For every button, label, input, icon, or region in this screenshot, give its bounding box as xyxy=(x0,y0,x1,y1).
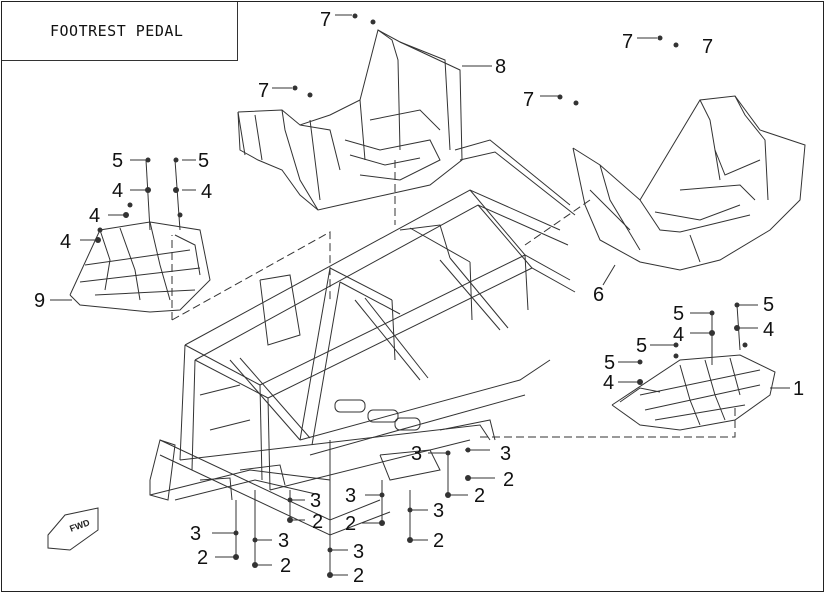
vehicle-frame xyxy=(149,139,576,536)
callout-4: 4 xyxy=(673,324,684,346)
callout-3: 3 xyxy=(278,530,289,552)
callout-5: 5 xyxy=(604,352,615,374)
callout-3: 3 xyxy=(345,485,356,507)
callout-7: 7 xyxy=(320,9,331,31)
callout-7: 7 xyxy=(702,36,713,58)
part-9-left-footboard xyxy=(69,221,211,313)
fwd-arrow-icon xyxy=(47,507,99,551)
callout-3: 3 xyxy=(500,443,511,465)
fastener-leaders xyxy=(50,14,790,576)
fastener-dots xyxy=(95,13,748,578)
part-8-left-footrest xyxy=(237,29,463,211)
callout-4: 4 xyxy=(603,372,614,394)
callout-5: 5 xyxy=(112,150,123,172)
callout-5: 5 xyxy=(673,303,684,325)
callout-4: 4 xyxy=(201,181,212,203)
callout-3: 3 xyxy=(310,490,321,512)
callout-2: 2 xyxy=(197,547,208,569)
callout-5: 5 xyxy=(636,335,647,357)
callout-2: 2 xyxy=(433,530,444,552)
callout-8: 8 xyxy=(495,56,506,78)
page-title: FOOTREST PEDAL xyxy=(50,22,184,40)
title-box: FOOTREST PEDAL xyxy=(2,2,238,61)
callout-3: 3 xyxy=(411,443,422,465)
callout-7: 7 xyxy=(258,80,269,102)
callout-1: 1 xyxy=(793,378,804,400)
callout-3: 3 xyxy=(190,523,201,545)
callout-7: 7 xyxy=(622,31,633,53)
callout-9: 9 xyxy=(34,290,45,312)
callout-4: 4 xyxy=(89,205,100,227)
callout-4: 4 xyxy=(112,180,123,202)
fwd-label: FWD xyxy=(68,517,91,534)
callout-3: 3 xyxy=(353,541,364,563)
callout-7: 7 xyxy=(523,89,534,111)
callout-2: 2 xyxy=(280,555,291,577)
callout-4: 4 xyxy=(763,319,774,341)
callout-4: 4 xyxy=(60,231,71,253)
callout-2: 2 xyxy=(503,469,514,491)
callout-6: 6 xyxy=(593,284,604,306)
callout-5: 5 xyxy=(763,294,774,316)
callout-numbers: 7 7 7 7 7 8 6 9 1 5 5 5 5 5 5 4 4 4 4 4 … xyxy=(34,9,804,587)
callout-5: 5 xyxy=(198,150,209,172)
part-6-right-footrest xyxy=(572,95,806,271)
leader-lines xyxy=(171,160,736,438)
callout-2: 2 xyxy=(312,511,323,533)
callout-3: 3 xyxy=(433,500,444,522)
callout-2: 2 xyxy=(474,485,485,507)
part-1-right-footboard xyxy=(611,354,776,431)
callout-2: 2 xyxy=(345,513,356,535)
callout-2: 2 xyxy=(353,565,364,587)
